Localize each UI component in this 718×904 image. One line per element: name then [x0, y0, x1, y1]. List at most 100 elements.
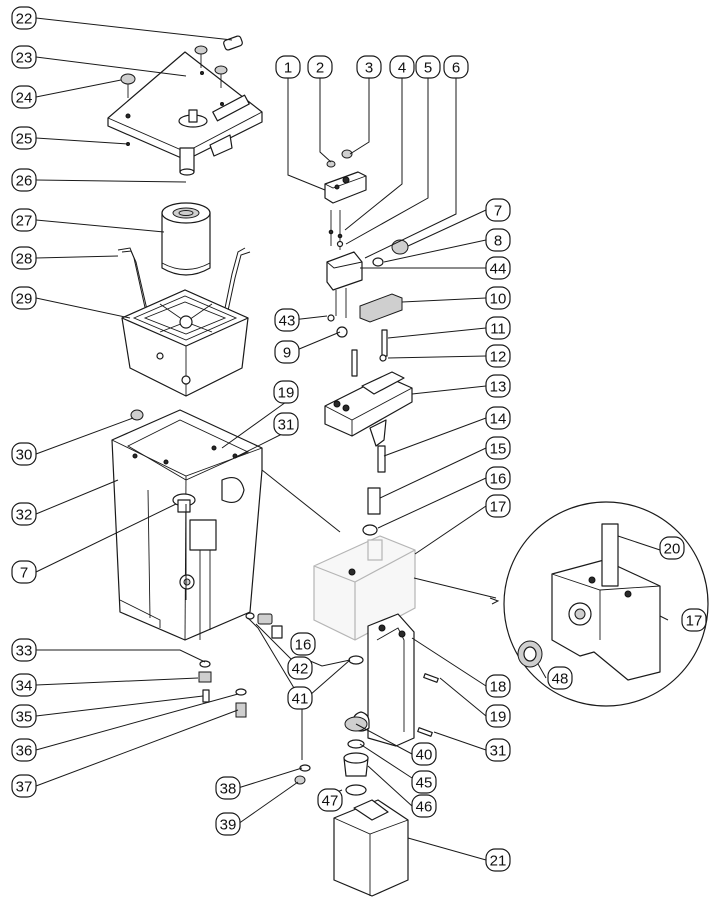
- callout-badge: [389, 55, 415, 79]
- callout-number: 19: [278, 385, 295, 402]
- callout-badge: [411, 742, 437, 766]
- callout-badge: [307, 55, 333, 79]
- callout-34: 34: [11, 673, 37, 697]
- callout-31: 31: [485, 738, 511, 762]
- callout-number: 16: [490, 471, 507, 488]
- callout-badge: [11, 774, 37, 798]
- callout-23: 23: [11, 45, 37, 69]
- callout-badge: [485, 494, 511, 518]
- callout-number: 11: [490, 321, 506, 338]
- callout-2: 2: [307, 55, 333, 79]
- callout-46: 46: [411, 794, 437, 818]
- callout-badge: [485, 738, 511, 762]
- callout-4: 4: [389, 55, 415, 79]
- callout-41: 41: [287, 686, 313, 710]
- callout-48: 48: [547, 666, 573, 690]
- callout-badge: [485, 674, 511, 698]
- callout-number: 42: [292, 661, 309, 678]
- callout-badge: [11, 638, 37, 662]
- callout-number: 20: [664, 541, 681, 558]
- lid-assembly: [107, 35, 263, 176]
- callout-42: 42: [287, 656, 313, 680]
- callout-3: 3: [356, 55, 382, 79]
- callout-number: 17: [490, 499, 507, 516]
- callout-number: 48: [552, 671, 569, 688]
- callout-number: 9: [283, 345, 291, 362]
- callout-number: 10: [490, 291, 507, 308]
- basket-tray: [121, 289, 249, 397]
- callout-badge: [11, 738, 37, 762]
- callout-badge: [415, 55, 441, 79]
- callout-badge: [11, 673, 37, 697]
- callout-badge: [274, 340, 300, 364]
- callout-badge: [11, 126, 37, 150]
- callout-badge: [485, 436, 511, 460]
- valve-column: [324, 149, 409, 338]
- callout-badge: [659, 536, 685, 560]
- callout-number: 19: [490, 709, 507, 726]
- callout-badge: [215, 812, 241, 836]
- callout-badge: [443, 55, 469, 79]
- callout-badge: [275, 55, 301, 79]
- callout-number: 31: [490, 743, 507, 760]
- callout-47: 47: [317, 788, 343, 812]
- callout-18: 18: [485, 674, 511, 698]
- callout-number: 43: [279, 313, 296, 330]
- callout-number: 37: [16, 779, 33, 796]
- callout-badge: [273, 412, 299, 436]
- callout-21: 21: [485, 848, 511, 872]
- callout-7: 7: [485, 198, 511, 222]
- callout-badge: [485, 848, 511, 872]
- callout-badge: [287, 686, 313, 710]
- callout-number: 46: [416, 799, 433, 816]
- callout-number: 40: [416, 747, 433, 764]
- callout-28: 28: [11, 246, 37, 270]
- callout-14: 14: [485, 406, 511, 430]
- callout-badge: [485, 228, 511, 252]
- canister-assembly: [294, 711, 409, 897]
- callout-number: 34: [16, 678, 33, 695]
- callout-badge: [317, 788, 343, 812]
- callout-number: 3: [365, 60, 373, 77]
- callout-number: 15: [490, 441, 507, 458]
- callout-number: 13: [490, 379, 507, 396]
- callout-badge: [485, 316, 511, 340]
- callout-number: 22: [16, 11, 33, 28]
- handle-block: [351, 293, 403, 377]
- callout-number: 4: [398, 60, 406, 77]
- callout-number: 35: [16, 709, 33, 726]
- callout-8: 8: [485, 228, 511, 252]
- callout-number: 47: [322, 793, 339, 810]
- callout-number: 38: [220, 781, 237, 798]
- callout-number: 29: [16, 291, 33, 308]
- callout-number: 12: [490, 349, 507, 366]
- leader-lines: [35, 17, 669, 861]
- callout-number: 7: [494, 203, 502, 220]
- callout-number: 18: [490, 679, 507, 696]
- callout-badge: [411, 770, 437, 794]
- callout-17: 17: [681, 608, 707, 632]
- callout-number: 23: [16, 50, 33, 67]
- drain-housing-ghost: [313, 535, 416, 665]
- callout-6: 6: [443, 55, 469, 79]
- callout-1: 1: [275, 55, 301, 79]
- callout-badge: [11, 45, 37, 69]
- callout-badge: [681, 608, 707, 632]
- upper-valve-housing: [324, 371, 413, 536]
- callout-38: 38: [215, 776, 241, 800]
- detail-view: [503, 501, 709, 707]
- callout-badge: [11, 502, 37, 526]
- callout-badge: [11, 85, 37, 109]
- callout-5: 5: [415, 55, 441, 79]
- callout-badge: [215, 776, 241, 800]
- callout-19: 19: [485, 704, 511, 728]
- callout-20: 20: [659, 536, 685, 560]
- callout-number: 30: [16, 447, 33, 464]
- callout-number: 45: [416, 775, 433, 792]
- callout-17: 17: [485, 494, 511, 518]
- callout-badge: [11, 246, 37, 270]
- callout-36: 36: [11, 738, 37, 762]
- callout-45: 45: [411, 770, 437, 794]
